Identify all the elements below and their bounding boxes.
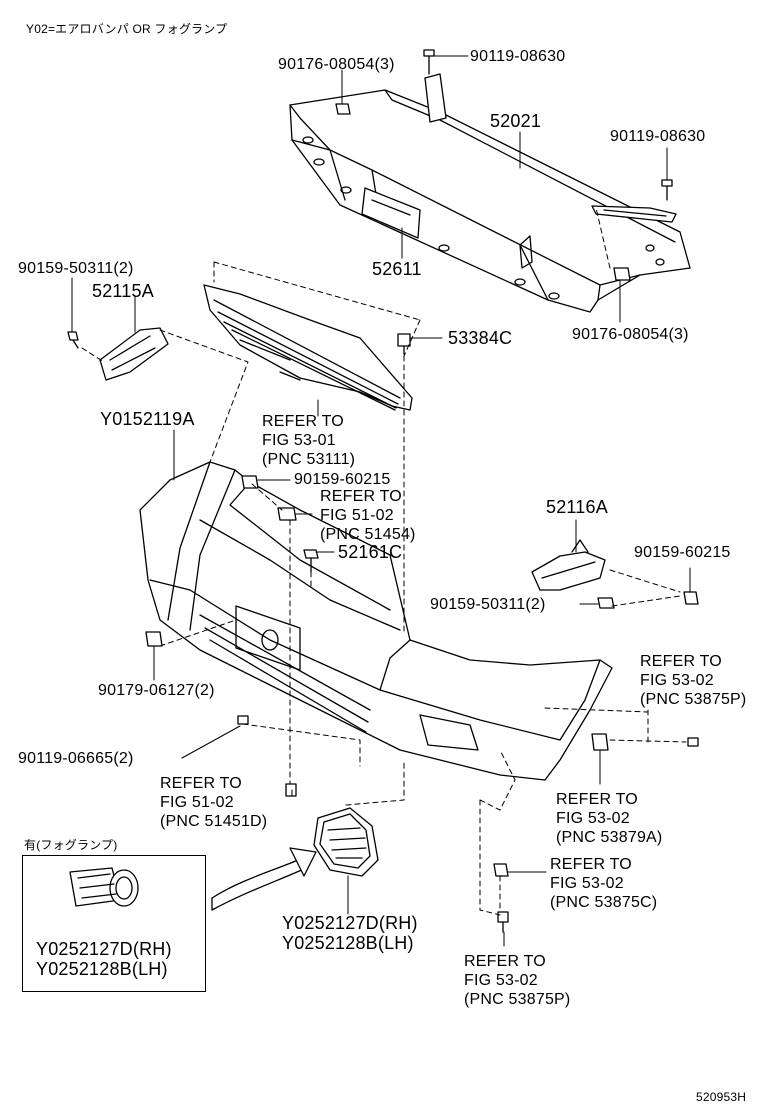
- screw-icon: [67, 331, 79, 349]
- header-note: Y02=エアロバンパ OR フォグランプ: [26, 22, 228, 36]
- refer-note-53111: REFER TO FIG 53-01 (PNC 53111): [262, 413, 356, 468]
- screw-icon: [237, 715, 249, 725]
- assembly-lines: [81, 207, 687, 916]
- part-label-52161C: 52161C: [338, 542, 403, 562]
- inset-part-label-lh: Y0252128B(LH): [36, 959, 168, 979]
- part-label-52115A: 52115A: [92, 281, 154, 301]
- screw-icon: [683, 591, 699, 605]
- bolt-icon: [423, 49, 435, 75]
- figure-code: 520953H: [696, 1090, 747, 1104]
- clip-icon: [241, 475, 259, 489]
- screw-icon: [285, 783, 297, 797]
- part-label-90159-60215-right: 90159-60215: [634, 544, 731, 561]
- refer-note-51454: REFER TO FIG 51-02 (PNC 51454): [320, 488, 416, 543]
- part-label-Y0152119A: Y0152119A: [100, 409, 195, 429]
- part-label-Y0252127D-RH: Y0252127D(RH): [282, 913, 418, 933]
- clip-icon: [303, 549, 319, 573]
- part-label-53384C: 53384C: [448, 328, 513, 348]
- right-bracket-drawing: [531, 539, 606, 591]
- grille-insert-drawing: [203, 284, 413, 411]
- part-label-90176-08054-right: 90176-08054(3): [572, 326, 689, 343]
- arrow-icon: [211, 847, 317, 911]
- inset-part-label-rh: Y0252127D(RH): [36, 939, 172, 959]
- part-label-52611: 52611: [372, 259, 422, 279]
- part-label-Y0252128B-LH: Y0252128B(LH): [282, 933, 414, 953]
- bolt-icon: [661, 179, 673, 201]
- nut-icon: [613, 267, 631, 281]
- part-label-90159-50311-left: 90159-50311(2): [18, 260, 134, 277]
- refer-note-53875P-upper: REFER TO FIG 53-02 (PNC 53875P): [640, 653, 747, 708]
- fog-lamp-cover-drawing: [313, 807, 379, 877]
- clip-icon: [145, 631, 163, 647]
- part-label-90119-08630: 90119-08630: [470, 48, 566, 65]
- part-label-90119-08630-right: 90119-08630: [610, 128, 706, 145]
- part-label-52021: 52021: [490, 111, 542, 131]
- screw-icon: [497, 911, 509, 933]
- part-label-90159-60215-center: 90159-60215: [294, 471, 391, 488]
- part-label-90159-50311-right: 90159-50311(2): [430, 596, 546, 613]
- part-label-90176-08054: 90176-08054(3): [278, 56, 395, 73]
- refer-note-53875P-lower: REFER TO FIG 53-02 (PNC 53875P): [464, 953, 571, 1008]
- reinforcement-beam-drawing: [289, 73, 691, 313]
- refer-note-53875C: REFER TO FIG 53-02 (PNC 53875C): [550, 856, 658, 911]
- part-label-90179-06127: 90179-06127(2): [98, 682, 215, 699]
- clip-icon: [397, 333, 411, 355]
- refer-note-51451D: REFER TO FIG 51-02 (PNC 51451D): [160, 775, 268, 830]
- clip-icon: [277, 507, 297, 521]
- clip-icon: [591, 733, 609, 751]
- screw-icon: [687, 737, 699, 747]
- left-bracket-drawing: [99, 327, 169, 381]
- part-label-52116A: 52116A: [546, 497, 608, 517]
- clip-icon: [493, 863, 509, 877]
- nut-icon: [335, 103, 351, 115]
- fog-lamp-drawing: [69, 867, 139, 907]
- leader-lines: [71, 55, 691, 947]
- inset-caption: 有(フォグランプ): [24, 838, 118, 852]
- fog-lamp-inset-box: [22, 855, 206, 992]
- screw-icon: [597, 597, 615, 609]
- part-label-90119-06665: 90119-06665(2): [18, 750, 134, 767]
- refer-note-53879A: REFER TO FIG 53-02 (PNC 53879A): [556, 791, 663, 846]
